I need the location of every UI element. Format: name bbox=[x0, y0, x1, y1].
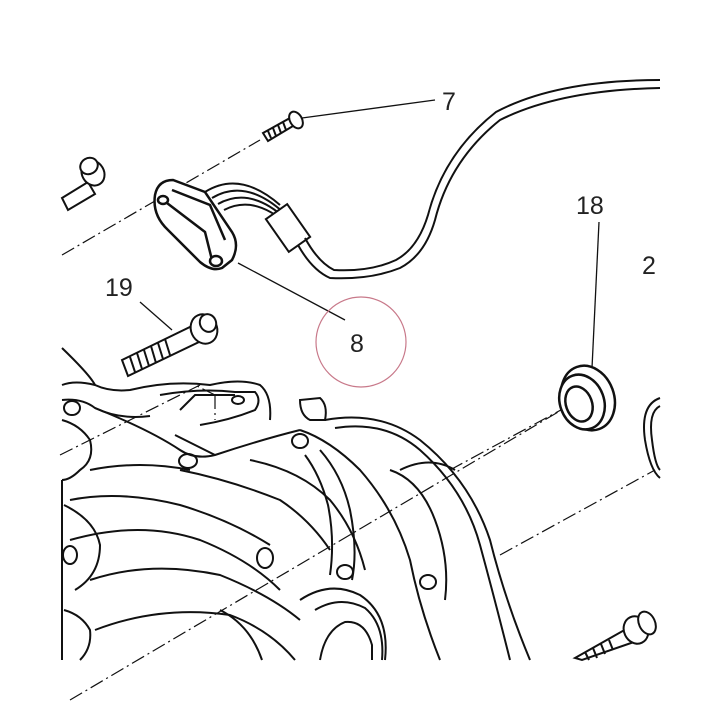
callout-19: 19 bbox=[105, 274, 133, 302]
seal-18 bbox=[557, 364, 617, 432]
gearbox-housing bbox=[61, 347, 531, 661]
callout-7: 7 bbox=[442, 88, 456, 116]
callout-18: 18 bbox=[576, 192, 604, 220]
callout-2: 2 bbox=[642, 252, 656, 280]
leader-lines bbox=[139, 99, 600, 369]
bolt-19 bbox=[120, 313, 219, 378]
bolt-top-left bbox=[60, 156, 106, 212]
bolt-bottom-right bbox=[572, 610, 657, 662]
bolt-7 bbox=[261, 110, 304, 143]
sensor-8 bbox=[153, 178, 238, 271]
highlight-circle bbox=[315, 296, 407, 388]
o-ring-2 bbox=[643, 397, 661, 479]
callout-8: 8 bbox=[350, 330, 364, 358]
sensor-cable bbox=[204, 79, 661, 280]
